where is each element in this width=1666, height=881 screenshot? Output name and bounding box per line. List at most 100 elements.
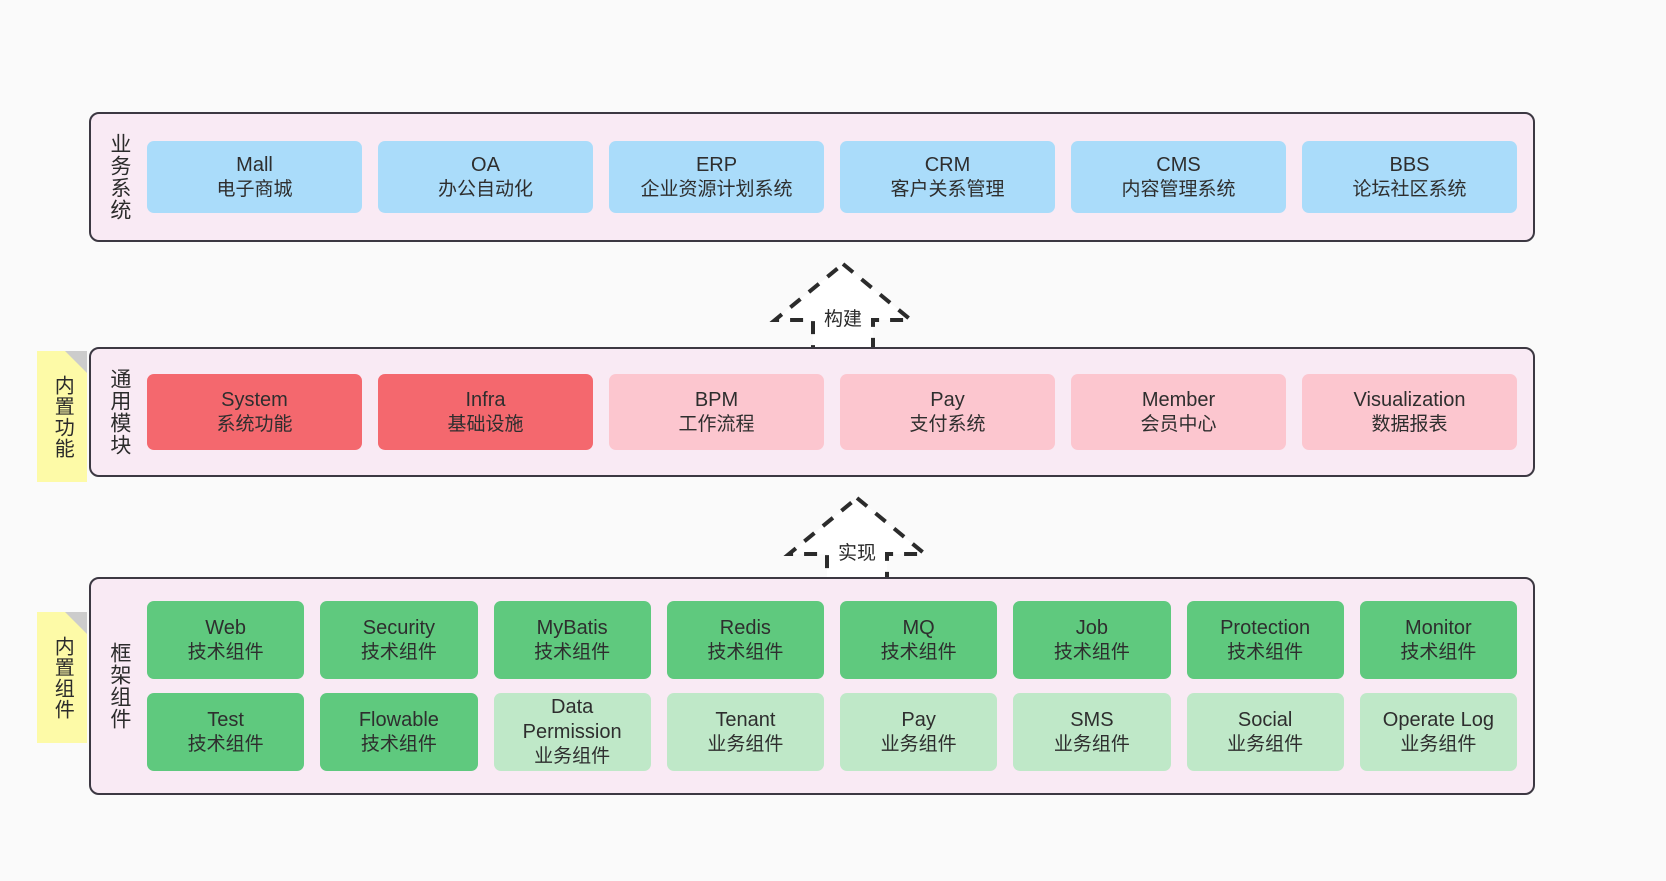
node-title: Monitor <box>1405 616 1472 639</box>
node-bbs[interactable]: BBS 论坛社区系统 <box>1302 141 1517 213</box>
connector-build: 构建 <box>763 258 923 358</box>
node-flowable[interactable]: Flowable 技术组件 <box>320 693 478 771</box>
node-crm[interactable]: CRM 客户关系管理 <box>840 141 1055 213</box>
node-subtitle: 业务组件 <box>880 733 957 755</box>
node-title: Operate Log <box>1382 708 1494 731</box>
node-title: Security <box>362 616 435 639</box>
node-title: Test <box>207 708 244 731</box>
node-subtitle: 论坛社区系统 <box>1352 178 1467 200</box>
node-visualization[interactable]: Visualization 数据报表 <box>1302 374 1517 450</box>
node-system[interactable]: System 系统功能 <box>147 374 362 450</box>
node-subtitle: 技术组件 <box>1053 641 1130 663</box>
note-builtin-function: 内置功能 <box>37 351 87 482</box>
layer-title-business-system: 业务系统 <box>107 133 131 221</box>
node-subtitle: 内容管理系统 <box>1121 178 1236 200</box>
node-sms[interactable]: SMS 业务组件 <box>1013 693 1171 771</box>
node-subtitle: 技术组件 <box>534 641 611 663</box>
layer-title-framework-component: 框架组件 <box>107 642 131 730</box>
node-mybatis[interactable]: MyBatis 技术组件 <box>493 601 651 679</box>
node-infra[interactable]: Infra 基础设施 <box>378 374 593 450</box>
node-subtitle: 会员中心 <box>1140 413 1217 435</box>
layer-title-common-module: 通用模块 <box>107 368 131 456</box>
node-subtitle: 技术组件 <box>187 733 264 755</box>
node-protection[interactable]: Protection 技术组件 <box>1186 601 1344 679</box>
node-title: MyBatis <box>536 616 608 639</box>
layer-body-framework-component: Web 技术组件 Security 技术组件 MyBatis 技术组件 Redi… <box>147 579 1533 793</box>
node-subtitle: 客户关系管理 <box>890 178 1005 200</box>
layer-body-common-module: System 系统功能 Infra 基础设施 BPM 工作流程 Pay 支付系统… <box>147 349 1533 475</box>
node-subtitle: 业务组件 <box>1227 733 1304 755</box>
node-title: CRM <box>924 153 971 176</box>
layer-body-business-system: Mall 电子商城 OA 办公自动化 ERP 企业资源计划系统 CRM 客户关系… <box>147 114 1533 240</box>
node-mq[interactable]: MQ 技术组件 <box>840 601 998 679</box>
layer-framework-component: 框架组件 Web 技术组件 Security 技术组件 MyBatis 技术组件… <box>89 577 1535 795</box>
node-pay[interactable]: Pay 支付系统 <box>840 374 1055 450</box>
node-mall[interactable]: Mall 电子商城 <box>147 141 362 213</box>
node-title: Flowable <box>358 708 439 731</box>
node-security[interactable]: Security 技术组件 <box>320 601 478 679</box>
node-data-permission[interactable]: Data Permission 业务组件 <box>493 693 651 771</box>
node-subtitle: 企业资源计划系统 <box>640 178 793 200</box>
node-operate-log[interactable]: Operate Log 业务组件 <box>1359 693 1517 771</box>
node-title: CMS <box>1156 153 1201 176</box>
node-title: System <box>221 388 288 411</box>
node-social[interactable]: Social 业务组件 <box>1186 693 1344 771</box>
node-subtitle: 技术组件 <box>707 641 784 663</box>
node-title: Redis <box>719 616 771 639</box>
node-row: Web 技术组件 Security 技术组件 MyBatis 技术组件 Redi… <box>147 601 1517 679</box>
node-row: System 系统功能 Infra 基础设施 BPM 工作流程 Pay 支付系统… <box>147 374 1517 450</box>
node-subtitle: 技术组件 <box>187 641 264 663</box>
node-test[interactable]: Test 技术组件 <box>147 693 305 771</box>
node-subtitle: 工作流程 <box>678 413 755 435</box>
node-row: Mall 电子商城 OA 办公自动化 ERP 企业资源计划系统 CRM 客户关系… <box>147 141 1517 213</box>
node-cms[interactable]: CMS 内容管理系统 <box>1071 141 1286 213</box>
node-title: Visualization <box>1353 388 1466 411</box>
node-bpm[interactable]: BPM 工作流程 <box>609 374 824 450</box>
node-subtitle: 业务组件 <box>534 746 611 768</box>
layer-business-system: 业务系统 Mall 电子商城 OA 办公自动化 ERP 企业资源计划系统 CRM… <box>89 112 1535 242</box>
node-member[interactable]: Member 会员中心 <box>1071 374 1286 450</box>
node-subtitle: 技术组件 <box>360 733 437 755</box>
dashed-hollow-arrow-icon <box>769 261 917 356</box>
node-title: Tenant <box>715 708 776 731</box>
node-subtitle: 业务组件 <box>707 733 784 755</box>
node-oa[interactable]: OA 办公自动化 <box>378 141 593 213</box>
node-title: Mall <box>236 153 273 176</box>
node-title: Member <box>1141 388 1216 411</box>
node-subtitle: 支付系统 <box>909 413 986 435</box>
node-title: ERP <box>695 153 738 176</box>
node-subtitle: 业务组件 <box>1053 733 1130 755</box>
node-pay-business[interactable]: Pay 业务组件 <box>840 693 998 771</box>
node-title: SMS <box>1070 708 1114 731</box>
node-subtitle: 技术组件 <box>880 641 957 663</box>
note-fold-corner-icon <box>65 351 87 373</box>
node-title: MQ <box>902 616 935 639</box>
connector-label: 实现 <box>837 543 876 564</box>
node-job[interactable]: Job 技术组件 <box>1013 601 1171 679</box>
node-subtitle: 办公自动化 <box>437 178 533 200</box>
node-subtitle: 技术组件 <box>360 641 437 663</box>
node-title: BBS <box>1389 153 1430 176</box>
node-title: Infra <box>465 388 506 411</box>
node-title: Pay <box>901 708 936 731</box>
dashed-hollow-arrow-icon <box>783 495 931 590</box>
node-tenant[interactable]: Tenant 业务组件 <box>666 693 824 771</box>
node-title: BPM <box>694 388 739 411</box>
node-subtitle: 业务组件 <box>1400 733 1477 755</box>
note-label: 内置组件 <box>51 635 74 720</box>
node-subtitle: 技术组件 <box>1227 641 1304 663</box>
node-monitor[interactable]: Monitor 技术组件 <box>1359 601 1517 679</box>
node-web[interactable]: Web 技术组件 <box>147 601 305 679</box>
node-title: Protection <box>1220 616 1311 639</box>
node-erp[interactable]: ERP 企业资源计划系统 <box>609 141 824 213</box>
note-label: 内置功能 <box>51 374 74 459</box>
node-title: Web <box>205 616 246 639</box>
connector-label: 构建 <box>823 309 862 330</box>
node-title: Pay <box>930 388 965 411</box>
node-subtitle: 技术组件 <box>1400 641 1477 663</box>
node-row: Test 技术组件 Flowable 技术组件 Data Permission … <box>147 693 1517 771</box>
node-redis[interactable]: Redis 技术组件 <box>666 601 824 679</box>
node-subtitle: 电子商城 <box>216 178 293 200</box>
note-fold-corner-icon <box>65 612 87 634</box>
